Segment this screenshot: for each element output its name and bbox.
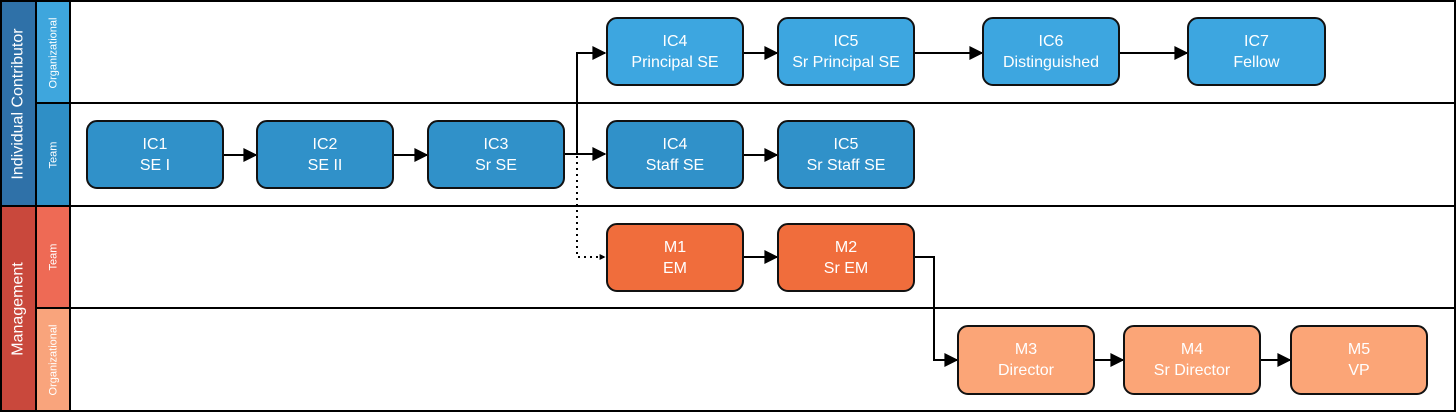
node-level: IC7	[1244, 32, 1269, 50]
node-ic2: IC2 SE II	[256, 120, 394, 189]
node-m4-sr-director: M4 Sr Director	[1123, 325, 1261, 395]
node-title: Principal SE	[631, 53, 719, 71]
node-level: M2	[834, 238, 858, 256]
lane-divider	[36, 307, 1455, 309]
node-title: Sr Staff SE	[806, 156, 886, 174]
node-title: Sr EM	[823, 259, 869, 277]
node-ic5-sr-principal: IC5 Sr Principal SE	[777, 17, 915, 86]
node-level: M4	[1180, 341, 1204, 358]
node-m2-sr-em: M2 Sr EM	[777, 223, 915, 292]
lane-label-ic-team: Team	[36, 104, 70, 206]
node-level: IC6	[1038, 32, 1064, 50]
node-m5-vp: M5 VP	[1290, 325, 1428, 395]
node-title: Fellow	[1233, 53, 1280, 71]
node-ic6-distinguished: IC6 Distinguished	[982, 17, 1120, 86]
node-title: SE I	[139, 156, 171, 174]
node-level: IC2	[312, 135, 338, 153]
node-ic3: IC3 Sr SE	[427, 120, 565, 189]
node-title: EM	[663, 259, 687, 277]
lane-label-ic-organizational: Organizational	[36, 1, 70, 104]
node-level: IC5	[833, 32, 859, 50]
edge-m2-m3	[915, 256, 959, 367]
node-title: Sr SE	[475, 156, 517, 174]
lane-divider	[36, 102, 1455, 104]
node-m1-em: M1 EM	[606, 223, 744, 292]
lane-label-management-organizational: Organizational	[36, 308, 70, 411]
lane-column-divider	[69, 0, 71, 412]
node-level: M5	[1347, 341, 1371, 358]
node-level: IC1	[142, 135, 168, 153]
node-title: Sr Director	[1153, 362, 1231, 379]
node-ic4-staff: IC4 Staff SE	[606, 120, 744, 189]
node-m3-director: M3 Director	[957, 325, 1095, 395]
edge-ic3-m1	[576, 156, 606, 260]
node-title: SE II	[307, 156, 343, 174]
group-label-management: Management	[1, 206, 36, 411]
node-title: Sr Principal SE	[792, 53, 900, 71]
node-level: IC4	[662, 135, 688, 153]
node-level: M1	[663, 238, 687, 256]
node-title: VP	[1348, 362, 1370, 379]
node-level: IC4	[662, 32, 688, 50]
edge-ic3-ic4-org	[565, 46, 607, 155]
lane-divider	[0, 205, 1455, 207]
node-level: M3	[1014, 341, 1038, 358]
node-ic1: IC1 SE I	[86, 120, 224, 189]
node-title: Staff SE	[645, 156, 705, 174]
group-column-divider	[35, 0, 37, 412]
node-level: IC3	[483, 135, 509, 153]
group-label-individual-contributor: Individual Contributor	[1, 1, 36, 206]
node-title: Director	[997, 362, 1054, 379]
node-ic4-principal: IC4 Principal SE	[606, 17, 744, 86]
node-ic7-fellow: IC7 Fellow	[1187, 17, 1326, 86]
node-title: Distinguished	[1002, 53, 1100, 71]
node-ic5-sr-staff: IC5 Sr Staff SE	[777, 120, 915, 189]
lane-label-management-team: Team	[36, 206, 70, 308]
node-level: IC5	[833, 135, 859, 153]
